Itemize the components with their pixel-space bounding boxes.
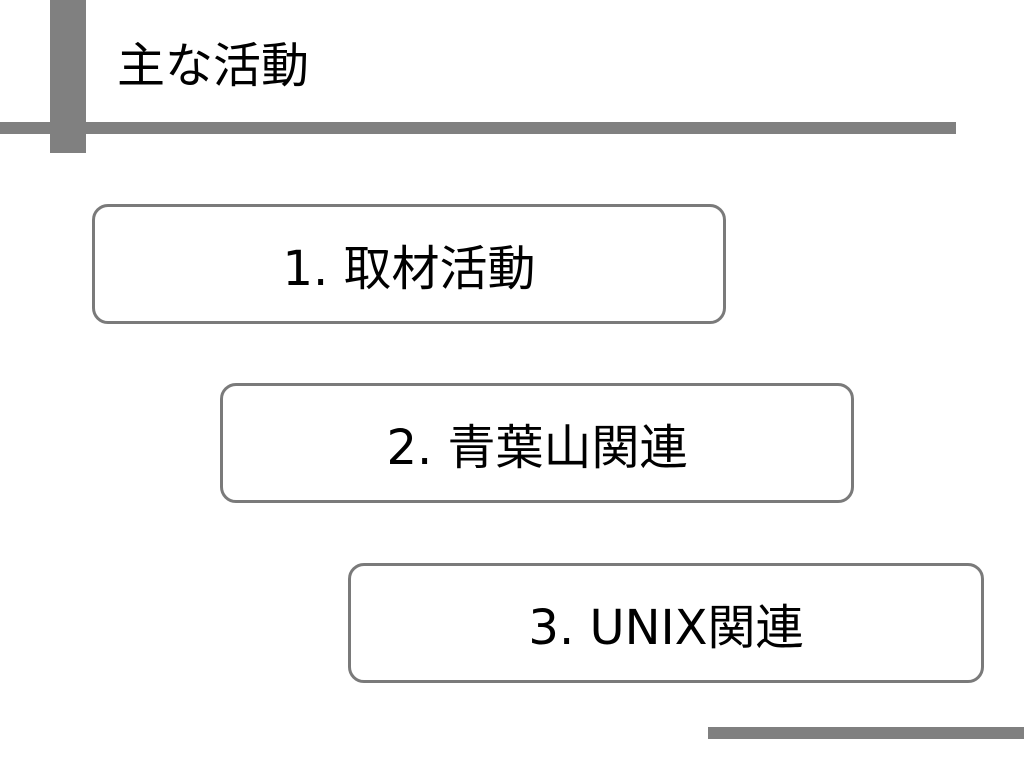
slide-title: 主な活動: [117, 38, 310, 94]
activity-item-2: 2. 青葉山関連: [220, 383, 854, 503]
activity-item-2-label: 2. 青葉山関連: [386, 420, 688, 476]
activity-item-1: 1. 取材活動: [92, 204, 726, 324]
title-underline-bar: [0, 122, 956, 134]
footer-accent-bar: [708, 727, 1024, 739]
activity-item-3: 3. UNIX関連: [348, 563, 984, 683]
activity-item-1-label: 1. 取材活動: [282, 241, 536, 297]
activity-item-3-label: 3. UNIX関連: [528, 600, 804, 656]
